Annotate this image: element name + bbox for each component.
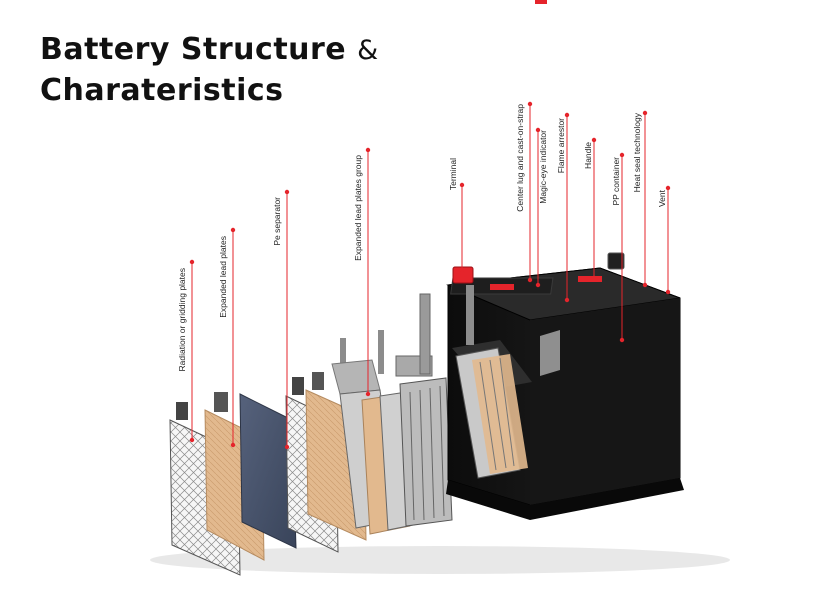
terminal-posts [452, 252, 625, 345]
label-center-lug: Center lug and cast-on-strap [515, 104, 525, 212]
label-heat-seal-technology: Heat seal technology [632, 112, 642, 192]
label-pp-container: PP container [611, 157, 621, 206]
label-vent: Vent [657, 189, 667, 207]
label-terminal: Terminal [448, 158, 458, 190]
label-flame-arrestor: Flame arrestor [556, 118, 566, 173]
red-accent-mark [535, 0, 547, 4]
callout-dots [189, 101, 671, 450]
lead-plates-group [331, 293, 453, 535]
label-expanded-lead-plates-group: Expanded lead plates group [353, 155, 363, 261]
page-title: Battery Structure & Charateristics [40, 30, 379, 111]
label-pe-separator: Pe separator [272, 197, 282, 246]
label-handle: Handle [583, 142, 593, 169]
battery-case [446, 267, 684, 520]
title-line-2: Charateristics [40, 73, 284, 108]
callout-lines [191, 104, 669, 447]
ground-shadow [150, 546, 730, 574]
pe-separator-sheet [239, 393, 297, 549]
label-radiation-gridding-plates: Radiation or gridding plates [177, 268, 187, 371]
title-line-1: Battery Structure [40, 32, 347, 67]
label-magic-eye-indicator: Magic-eye indicator [538, 130, 548, 204]
title-ampersand: & [357, 35, 379, 66]
label-expanded-lead-plates: Expanded lead plates [218, 236, 228, 318]
